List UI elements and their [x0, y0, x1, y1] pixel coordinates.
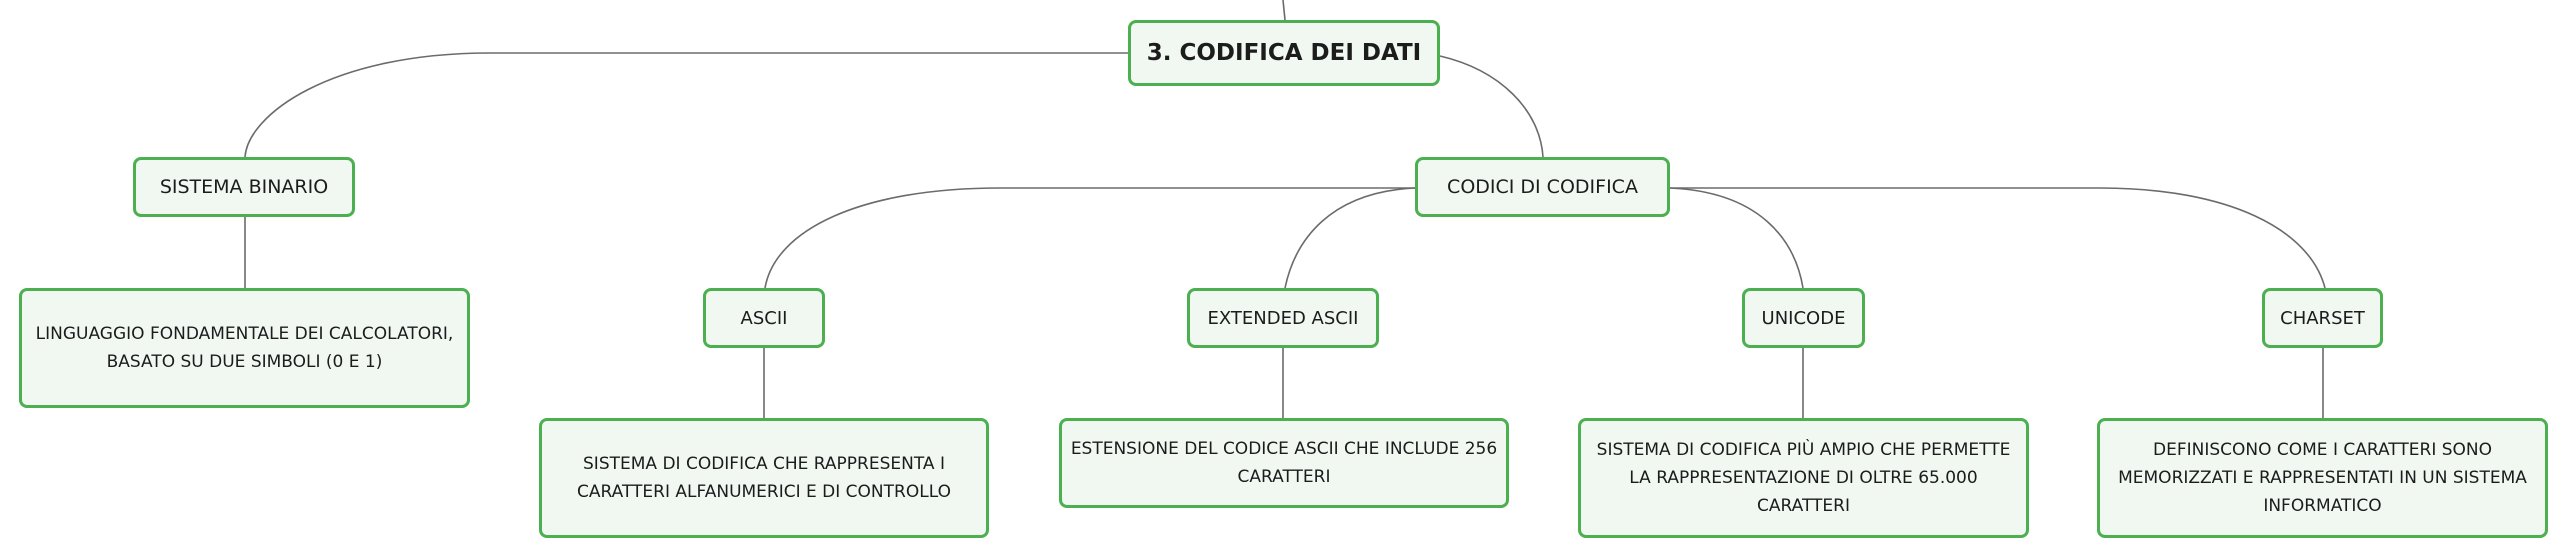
connector-parent-stub: [1282, 0, 1286, 21]
connector-codici-ascii: [764, 187, 1415, 289]
topic-unicode[interactable]: UNICODE: [1742, 288, 1865, 348]
topic-charset-description[interactable]: DEFINISCONO COME I CARATTERI SONO MEMORI…: [2097, 418, 2548, 538]
topic-charset[interactable]: CHARSET: [2262, 288, 2383, 348]
topic-sistema-binario[interactable]: SISTEMA BINARIO: [133, 157, 355, 217]
topic-sistema-binario-description[interactable]: LINGUAGGIO FONDAMENTALE DEI CALCOLATORI,…: [19, 288, 470, 408]
connector-codici-unicode: [1669, 187, 1804, 289]
connector-root-codici: [1439, 55, 1544, 158]
topic-ascii-description[interactable]: SISTEMA DI CODIFICA CHE RAPPRESENTA I CA…: [539, 418, 989, 538]
root-topic[interactable]: 3. CODIFICA DEI DATI: [1128, 20, 1440, 86]
topic-unicode-description[interactable]: SISTEMA DI CODIFICA PIÙ AMPIO CHE PERMET…: [1578, 418, 2029, 538]
topic-codici-di-codifica[interactable]: CODICI DI CODIFICA: [1415, 157, 1670, 217]
connector-codici-charset: [1670, 187, 2326, 289]
connector-codici-extended-ascii: [1284, 187, 1416, 289]
topic-extended-ascii-description[interactable]: ESTENSIONE DEL CODICE ASCII CHE INCLUDE …: [1059, 418, 1509, 508]
topic-extended-ascii[interactable]: EXTENDED ASCII: [1187, 288, 1379, 348]
topic-ascii[interactable]: ASCII: [703, 288, 825, 348]
connector-root-sistema-binario: [244, 52, 1128, 158]
